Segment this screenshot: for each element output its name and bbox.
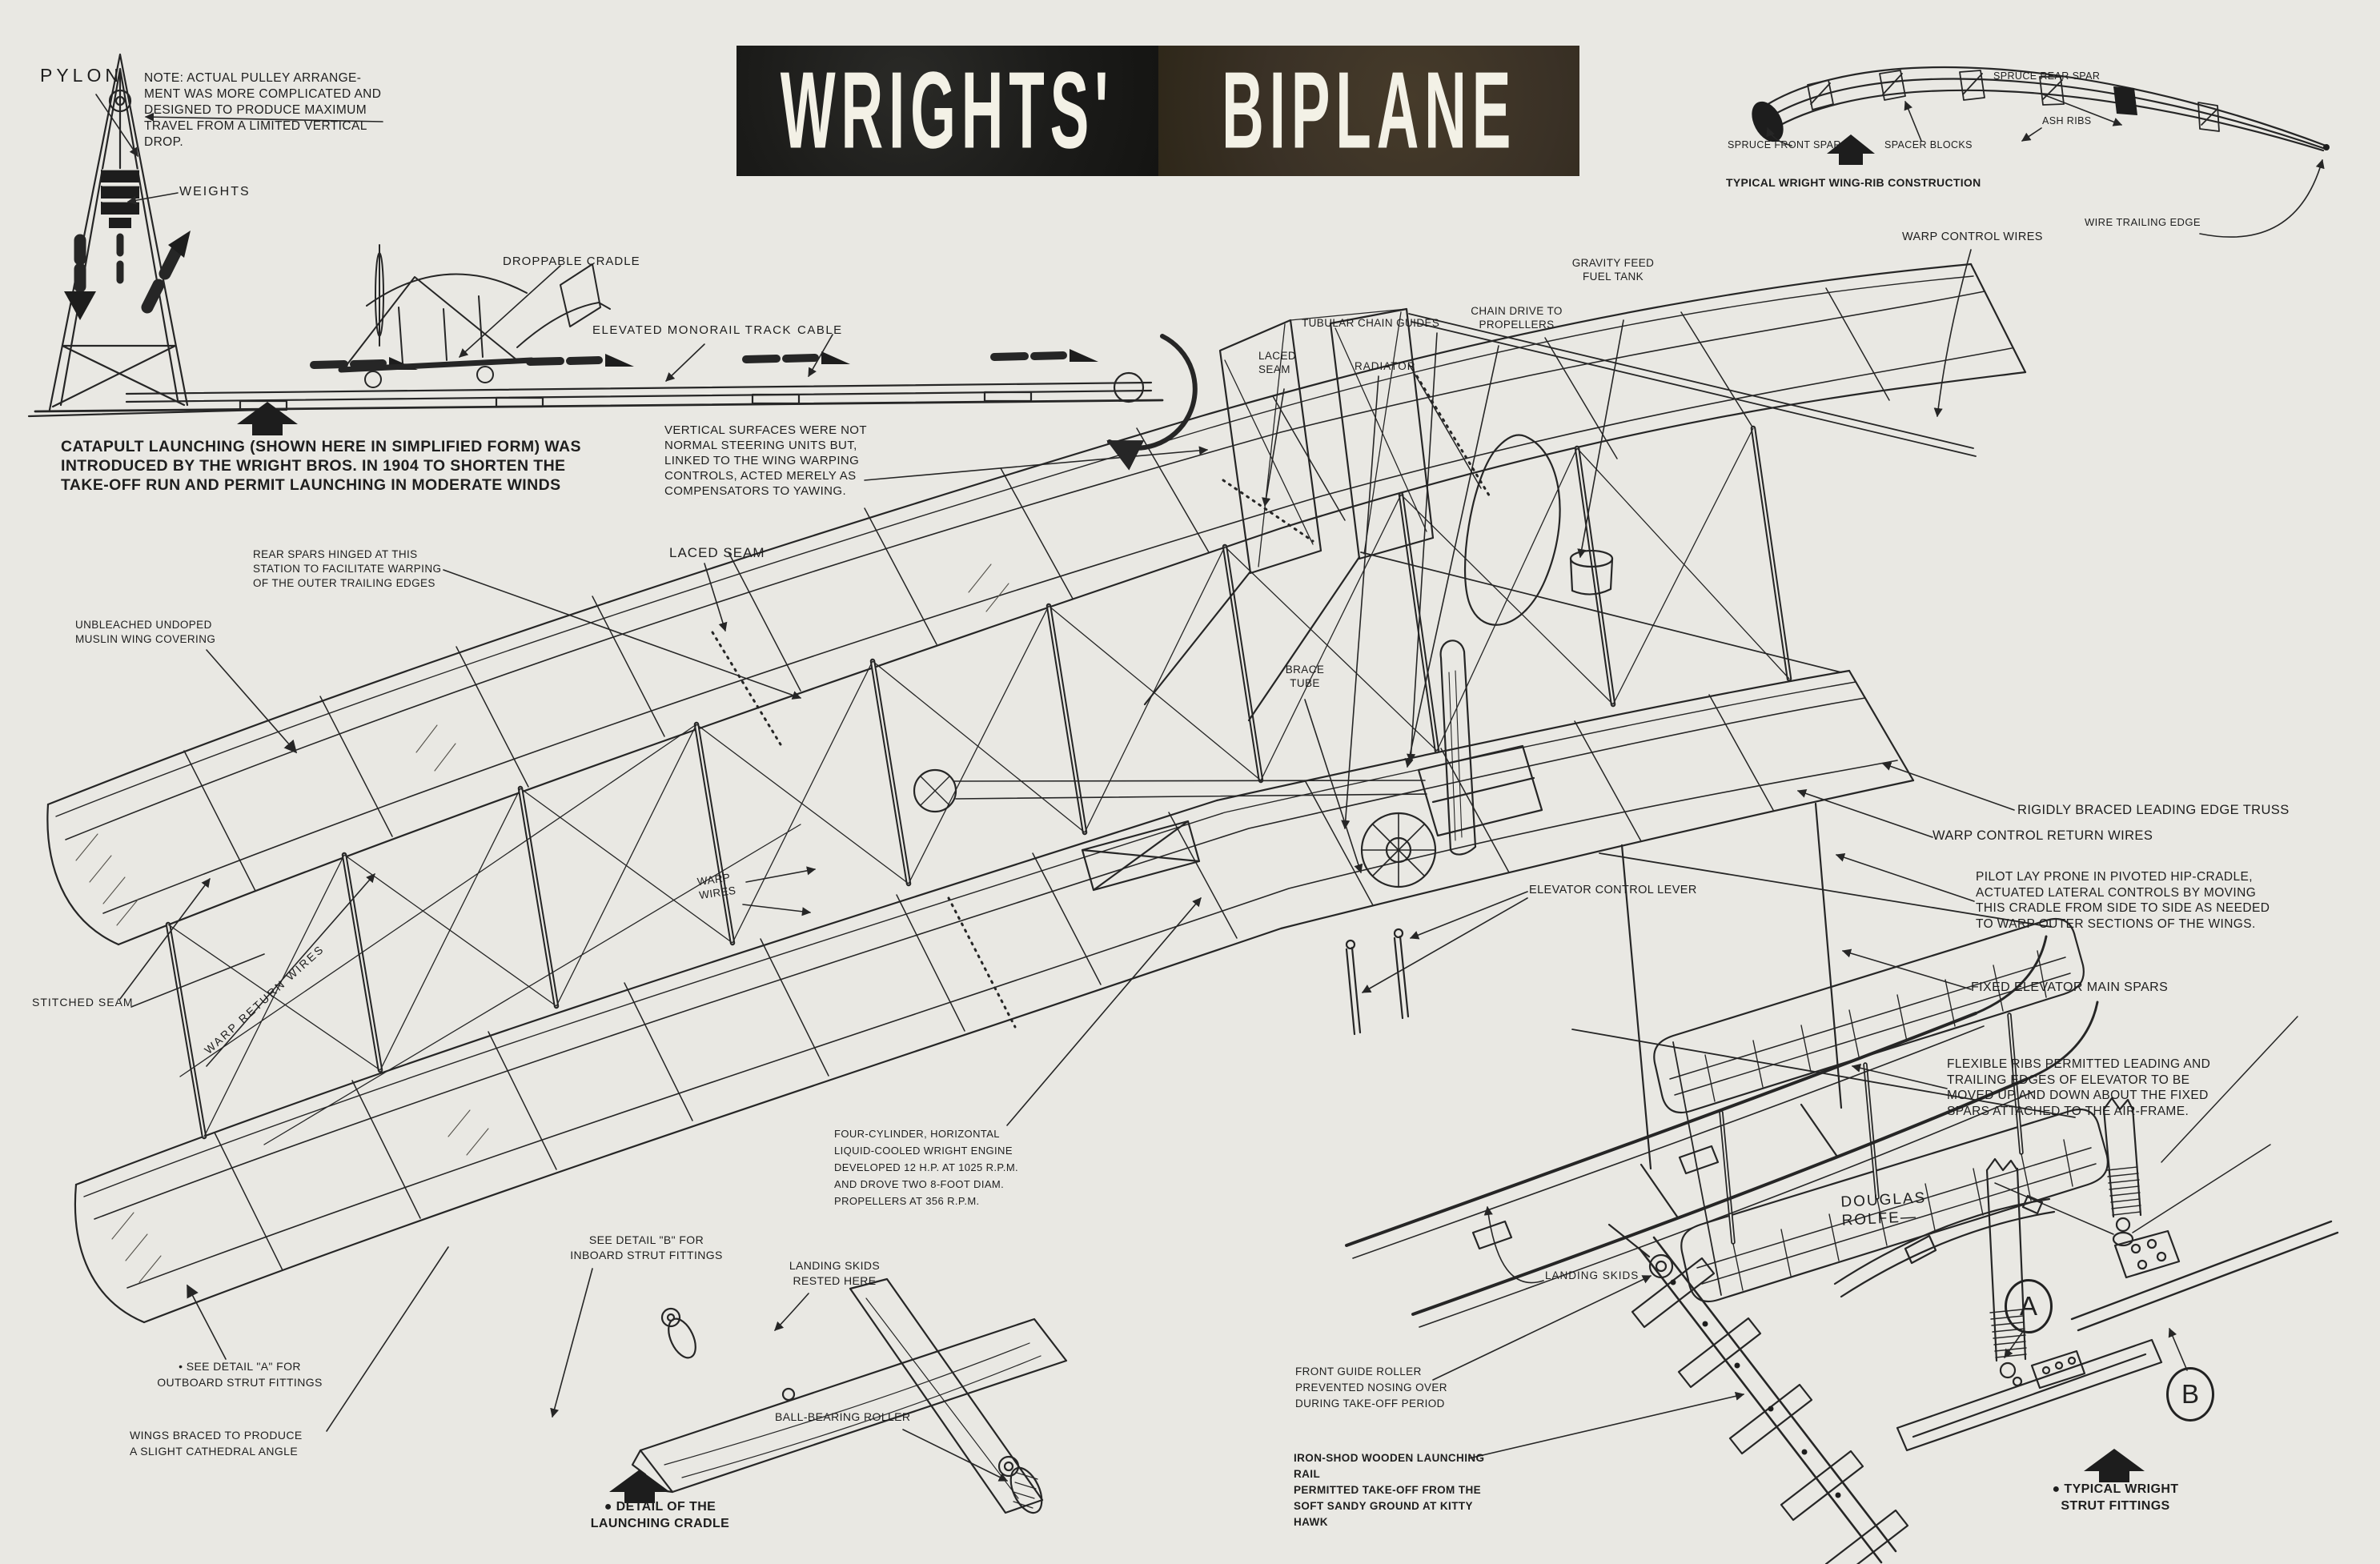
label-ball-bearing-roller: BALL-BEARING ROLLER [775, 1410, 911, 1423]
catapult-pointer-arrow [237, 402, 298, 435]
label-spruce-rear-spar: SPRUCE REAR SPAR [1993, 70, 2101, 82]
title-wrights: WRIGHTS' [780, 49, 1114, 171]
label-rear-spars-note: REAR SPARS HINGED AT THIS STATION TO FAC… [253, 548, 442, 589]
label-spruce-front-spar: SPRUCE FRONT SPAR [1728, 139, 1841, 150]
vertical-vanes-sketch [1143, 307, 1977, 722]
chain-sprocket [913, 768, 957, 813]
catapult-monorail-sketch [34, 244, 1198, 471]
label-laced-seam-wing: LACED SEAM [669, 545, 765, 560]
label-brace-tube: BRACE TUBE [1285, 664, 1325, 689]
rear-spar-section [2113, 86, 2137, 115]
title-left-panel: WRIGHTS' [736, 46, 1158, 176]
pylon-sketch [27, 53, 266, 418]
label-pulley-note: NOTE: ACTUAL PULLEY ARRANGE- MENT WAS MO… [144, 71, 382, 149]
label-front-guide-roller: FRONT GUIDE ROLLER PREVENTED NOSING OVER… [1295, 1365, 1447, 1410]
label-warp-control-wires: WARP CONTROL WIRES [1902, 231, 2043, 243]
label-landing-skids-rested: LANDING SKIDS RESTED HERE [789, 1259, 881, 1287]
label-laced-seam-tail: LACED SEAM [1258, 350, 1297, 375]
label-see-detail-b: SEE DETAIL "B" FOR INBOARD STRUT FITTING… [570, 1233, 723, 1261]
ball-bearing-roller-sketch [1009, 1466, 1043, 1514]
strut-fittings-pointer-arrow [2084, 1449, 2145, 1482]
label-pilot-note: PILOT LAY PRONE IN PIVOTED HIP-CRADLE, A… [1976, 870, 2270, 931]
mini-aircraft-sketch [338, 244, 611, 388]
front-spar-section [1752, 101, 1784, 142]
title-biplane: BIPLANE [1221, 49, 1516, 171]
label-droppable-cradle: DROPPABLE CRADLE [503, 255, 640, 268]
label-flexible-ribs: FLEXIBLE RIBS PERMITTED LEADING AND TRAI… [1947, 1057, 2211, 1118]
weight-drop-arrow [64, 234, 96, 320]
label-rigidly-braced: RIGIDLY BRACED LEADING EDGE TRUSS [2017, 803, 2290, 817]
label-wire-trailing-edge: WIRE TRAILING EDGE [2085, 216, 2201, 228]
label-stitched-seam: STITCHED SEAM [32, 996, 134, 1009]
trailing-edge-tip [2323, 144, 2330, 150]
label-gravity-feed: GRAVITY FEED FUEL TANK [1571, 257, 1655, 283]
leader-lines [95, 94, 2325, 1482]
label-wingrib-caption: TYPICAL WRIGHT WING-RIB CONSTRUCTION [1726, 176, 1981, 189]
wingrib-pointer-arrow [1827, 134, 1875, 165]
label-detail-launching-cradle: ● DETAIL OF THE LAUNCHING CRADLE [590, 1500, 730, 1530]
label-ash-ribs: ASH RIBS [2042, 115, 2092, 126]
cable-arrows [310, 349, 1098, 370]
hip-cradle-sketch [1081, 820, 1201, 892]
propeller-blade [1463, 434, 1561, 626]
label-tubular-chain-guides: TUBULAR CHAIN GUIDES [1302, 317, 1440, 329]
label-landing-skids: LANDING SKIDS [1545, 1269, 1640, 1281]
label-see-detail-a: • SEE DETAIL "A" FOR OUTBOARD STRUT FITT… [157, 1360, 323, 1389]
radiator-sketch [1439, 640, 1477, 856]
label-elevator-control-lever: ELEVATOR CONTROL LEVER [1529, 884, 1697, 896]
wingrib-sketch [1752, 66, 2330, 165]
label-cable: CABLE [797, 323, 843, 337]
weights-stack [101, 170, 139, 228]
label-wings-braced: WINGS BRACED TO PRODUCE A SLIGHT CATHEDR… [130, 1429, 303, 1458]
label-pylon: PYLON [40, 65, 122, 86]
label-muslin-note: UNBLEACHED UNDOPED MUSLIN WING COVERING [75, 619, 216, 645]
label-engine-note: FOUR-CYLINDER, HORIZONTAL LIQUID-COOLED … [834, 1128, 1019, 1207]
label-vertical-surfaces-note: VERTICAL SURFACES WERE NOT NORMAL STEERI… [664, 423, 867, 498]
title-right-panel: BIPLANE [1158, 46, 1579, 176]
launch-direction-arrow [141, 231, 191, 314]
label-warp-wires: WARP WIRES [696, 871, 737, 902]
label-chain-drive: CHAIN DRIVE TO PROPELLERS [1471, 305, 1563, 331]
engine-sketch [913, 549, 1614, 888]
label-typical-strut-fittings: ● TYPICAL WRIGHT STRUT FITTINGS [2052, 1482, 2179, 1513]
detail-a-marker: A [2005, 1279, 2053, 1333]
label-iron-shod: IRON-SHOD WOODEN LAUNCHING RAIL PERMITTE… [1294, 1452, 1485, 1528]
label-weights: WEIGHTS [179, 185, 251, 199]
label-spacer-blocks: SPACER BLOCKS [1884, 139, 1973, 150]
label-elevated-monorail: ELEVATED MONORAIL TRACK [592, 323, 792, 337]
cable-roller [1113, 371, 1145, 403]
label-fixed-elevator: FIXED ELEVATOR MAIN SPARS [1971, 981, 2169, 994]
cradle-pointer-arrow [609, 1470, 670, 1503]
artist-signature: DOUGLAS ROLFE— [1840, 1189, 1927, 1229]
label-radiator: RADIATOR [1355, 360, 1416, 372]
detail-b-marker: B [2166, 1367, 2214, 1422]
title-band: WRIGHTS' BIPLANE [736, 46, 1579, 176]
cradle-detail-sketch [609, 1277, 1068, 1514]
cable-return-arrow [1106, 334, 1198, 471]
biplane-sketch [46, 263, 2027, 1324]
label-warp-control-return: WARP CONTROL RETURN WIRES [1932, 828, 2153, 843]
skids-rail-sketch [1345, 802, 2099, 1564]
front-guide-roller [1648, 1253, 1674, 1279]
elevator-lever-sketch [1345, 928, 1410, 1036]
label-catapult-caption: CATAPULT LAUNCHING (SHOWN HERE IN SIMPLI… [61, 438, 581, 494]
